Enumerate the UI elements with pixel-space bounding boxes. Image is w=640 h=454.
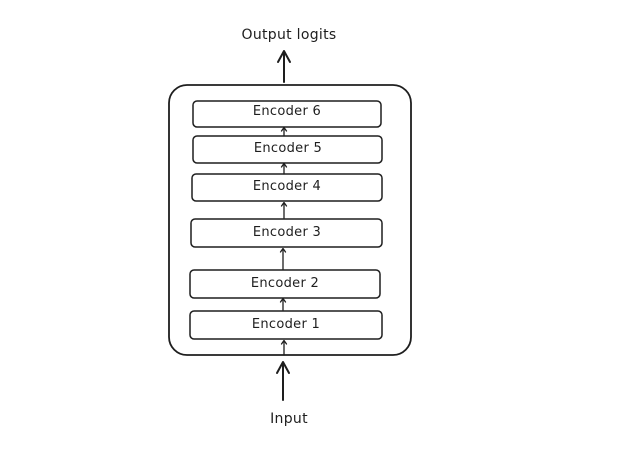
encoder-box-4: [191, 173, 383, 202]
input-label: Input: [270, 411, 308, 427]
encoder-box-1: [189, 310, 383, 340]
encoder-box-5: [192, 135, 383, 164]
arrow-encoder4-to-encoder5: [280, 162, 288, 175]
arrow-encoder5-to-encoder6: [280, 126, 288, 137]
arrow-encoder1-to-encoder2: [279, 297, 287, 311]
encoder-box-3: [190, 218, 383, 248]
encoder-label-5: Encoder 5: [253, 141, 323, 156]
encoder-box-2: [189, 269, 381, 299]
arrow-encoder3-to-encoder4: [280, 201, 288, 219]
encoder-label-1: Encoder 1: [251, 317, 321, 332]
encoder-stack-container: [168, 84, 412, 356]
encoder-label-3: Encoder 3: [252, 225, 322, 240]
output-arrow: [277, 50, 291, 83]
encoder-label-6: Encoder 6: [252, 104, 322, 119]
encoder-label-2: Encoder 2: [250, 276, 320, 291]
arrow-container-to-encoder1: [280, 339, 288, 356]
input-arrow: [276, 361, 290, 401]
encoder-label-4: Encoder 4: [252, 179, 322, 194]
output-logits-label: Output logits: [241, 27, 337, 43]
encoder-box-6: [192, 100, 382, 128]
arrow-encoder2-to-encoder3: [279, 247, 287, 270]
